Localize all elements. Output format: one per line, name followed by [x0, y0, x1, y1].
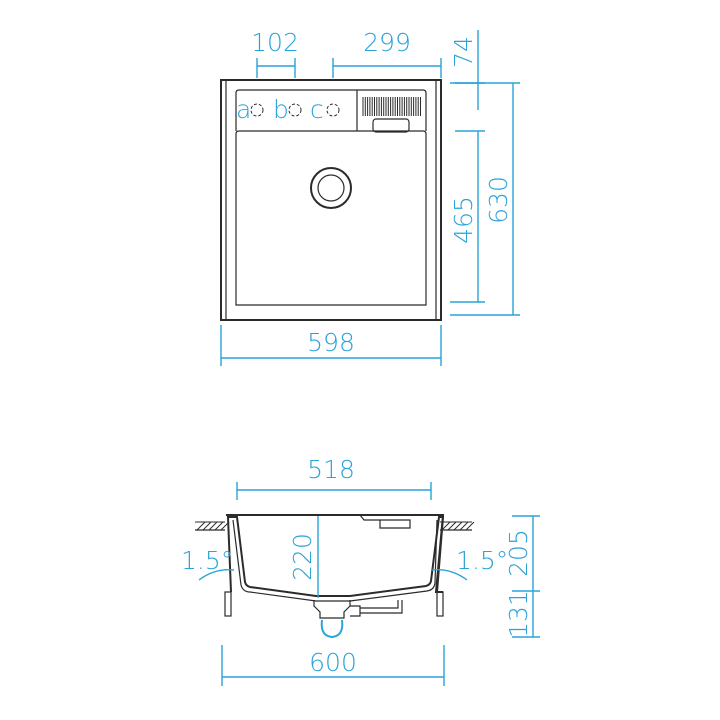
dim-598: 598: [307, 328, 355, 357]
top-view: a b c 102 299 74 465 630 598: [220, 28, 520, 366]
dim-205: 205: [504, 529, 533, 577]
dim-74: 74: [449, 36, 478, 68]
tap-label-c: c: [310, 95, 324, 124]
drain-inner: [317, 174, 345, 202]
trap-outlet: [320, 619, 344, 639]
drain-grill-icon: [362, 97, 421, 116]
basin-inner-wall: [232, 519, 438, 602]
dim-220: 220: [288, 533, 317, 581]
countertop-left: [195, 521, 230, 531]
basin-section: [226, 516, 445, 597]
overflow-handle: [372, 118, 410, 133]
tap-hole-a: [250, 103, 264, 117]
dim-131: 131: [504, 590, 533, 638]
drain-outer: [310, 167, 352, 209]
countertop-right: [440, 521, 475, 531]
overflow-section: [359, 514, 411, 529]
tap-hole-c: [326, 103, 340, 117]
dim-630: 630: [484, 176, 513, 224]
angle-right: 1.5°: [456, 546, 508, 575]
section-view: 518 220 205 131 600 1.5° 1.5°: [181, 455, 540, 686]
angle-left: 1.5°: [181, 546, 233, 575]
dim-102: 102: [251, 28, 299, 57]
tap-label-a: a: [236, 95, 251, 124]
basin: [235, 130, 427, 306]
tap-label-b: b: [273, 95, 289, 124]
drain-body: [313, 600, 351, 619]
accessory-strip: [235, 89, 427, 131]
dim-600: 600: [309, 648, 357, 677]
dim-465: 465: [449, 196, 478, 244]
overflow-pipe: [350, 600, 403, 617]
sink-outline: [220, 79, 442, 321]
dim-299: 299: [363, 28, 411, 57]
dim-518: 518: [307, 455, 355, 484]
tap-hole-b: [288, 103, 302, 117]
